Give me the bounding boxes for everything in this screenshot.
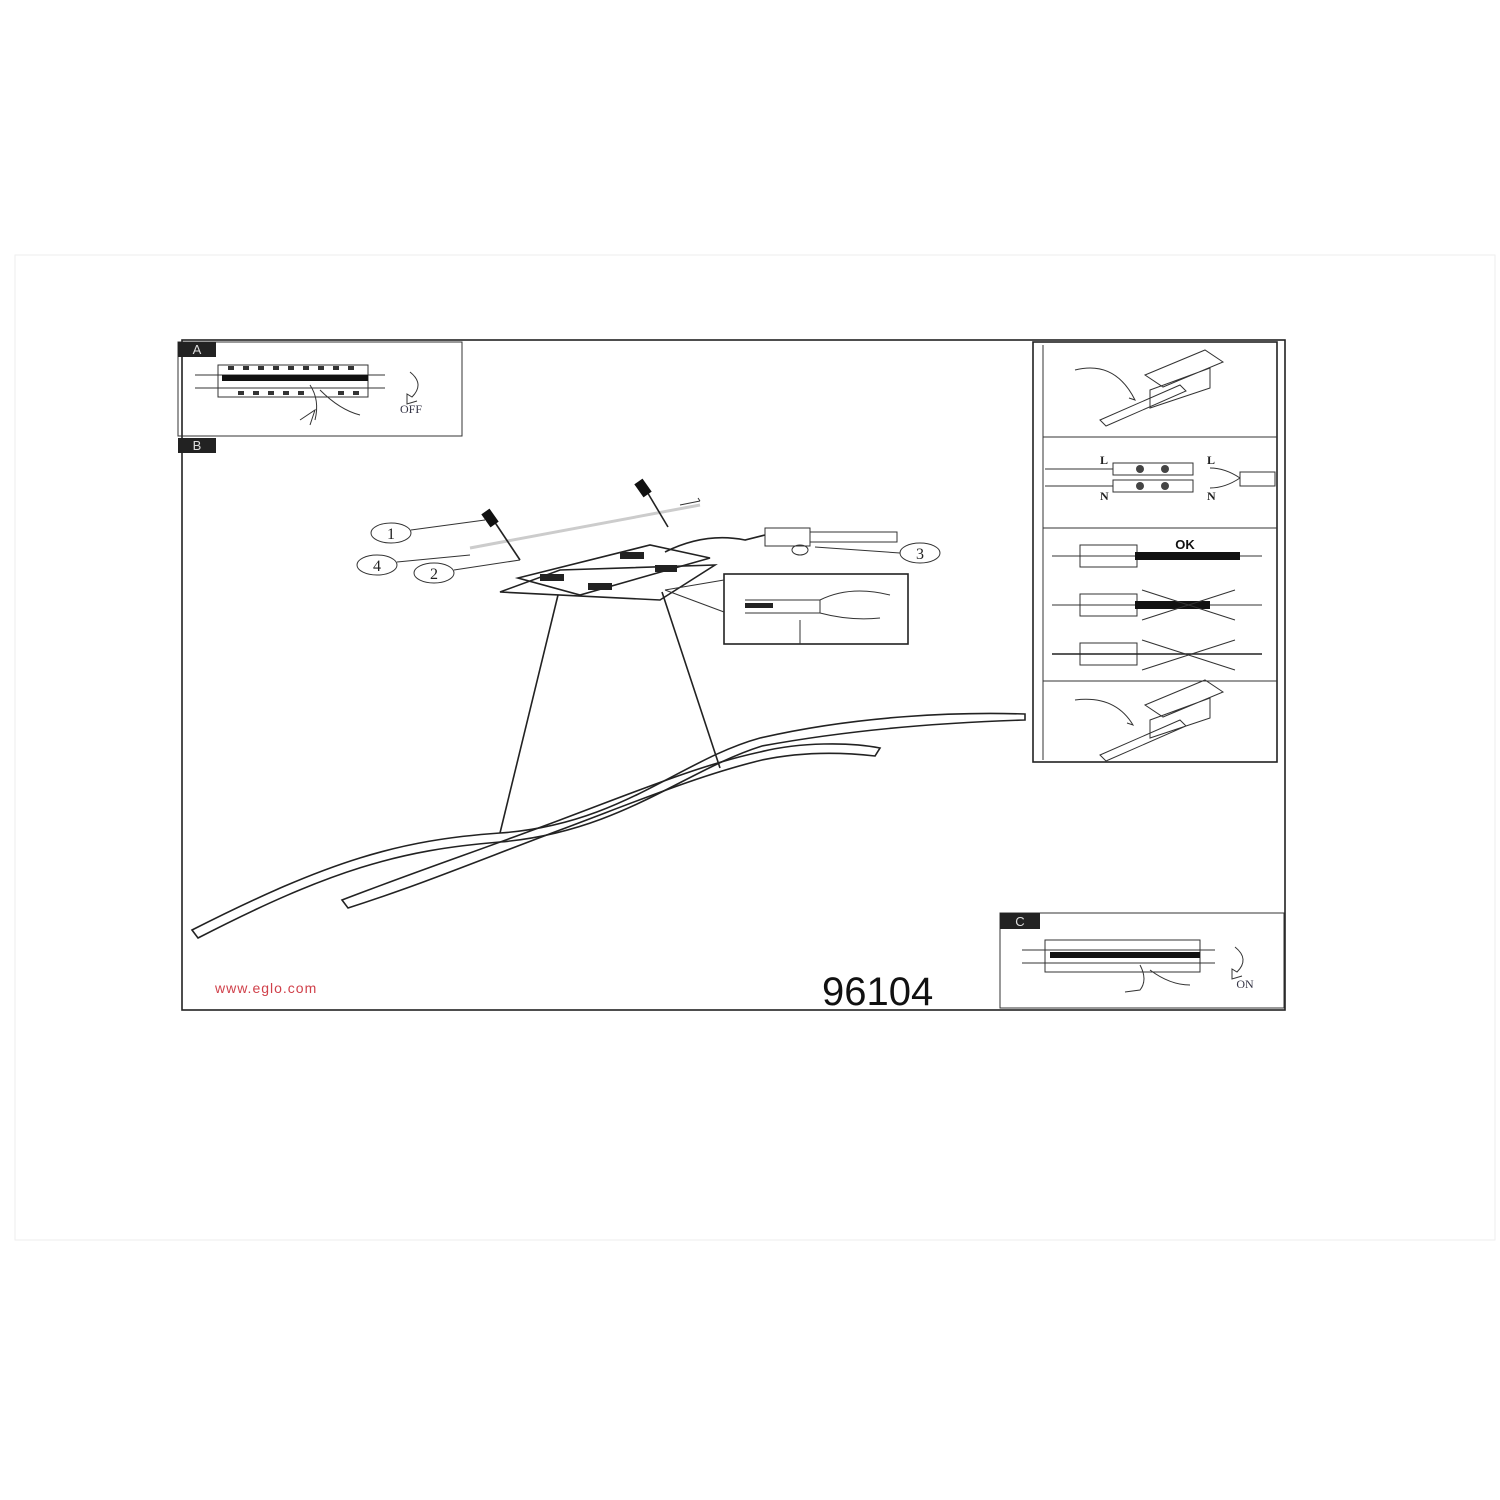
page-border: [14, 254, 1496, 1241]
callout-4: 4: [373, 558, 381, 575]
neutral-right-label: N: [1207, 489, 1216, 503]
ok-label: OK: [1175, 537, 1195, 552]
wiring-instructions: L N L N OK: [1032, 341, 1278, 763]
panel-a-switch-off: A OFF: [177, 341, 463, 437]
panel-b-label: B: [193, 438, 202, 453]
terminal-cover-close-icon: [1074, 679, 1225, 762]
arrow-down-icon: [1231, 946, 1244, 980]
screw-anchor-icon: [634, 478, 669, 528]
arrow-down-icon: [406, 371, 419, 405]
callout-3: 3: [916, 546, 924, 563]
cross-icon: [1141, 639, 1236, 671]
off-label: OFF: [400, 402, 422, 416]
detail-inset: [723, 573, 909, 645]
panel-a-label: A: [193, 342, 202, 357]
panel-b-tag: [178, 438, 216, 453]
live-left-label: L: [1100, 453, 1108, 467]
wire-strip-length-guide: OK: [1052, 537, 1262, 671]
panel-c-switch-on: C ON: [999, 912, 1285, 1009]
lamp-assembly-drawing: 1 2 3 4: [190, 478, 1026, 940]
neutral-left-label: N: [1100, 489, 1109, 503]
live-right-label: L: [1207, 453, 1215, 467]
light-bar-1: [190, 712, 1026, 940]
terminal-cover-open-icon: [1074, 349, 1225, 427]
screw-anchor-icon: [481, 508, 521, 561]
website-link[interactable]: www.eglo.com: [214, 980, 317, 996]
breaker-box-icon: [195, 364, 385, 426]
on-label: ON: [1236, 977, 1254, 991]
diagram-frame: [181, 339, 1286, 1011]
callout-2: 2: [430, 566, 438, 583]
terminal-block-icon: [764, 527, 811, 547]
callout-1: 1: [387, 526, 395, 543]
light-bar-2: [340, 743, 882, 909]
cross-icon: [1141, 589, 1236, 621]
model-number: 96104: [822, 970, 933, 1014]
panel-c-label: C: [1015, 914, 1024, 929]
breaker-box-icon: [1022, 939, 1215, 993]
